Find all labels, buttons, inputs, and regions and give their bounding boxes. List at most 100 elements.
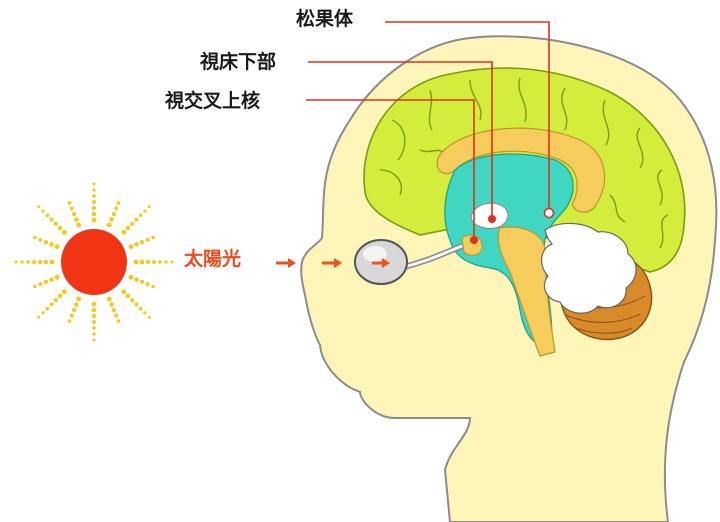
sun-ray-dot (20, 260, 23, 263)
label-pineal-gland: 松果体 (296, 8, 353, 30)
sun-ray-dot (37, 316, 40, 319)
sun-ray-dot (121, 230, 126, 235)
sun-ray-dot (112, 308, 116, 312)
sun-ray-dot (109, 217, 114, 222)
label-sunlight: 太陽光 (184, 248, 241, 270)
sun-ray-dot (38, 238, 42, 242)
sun-ray-dot (112, 212, 116, 216)
sun-ray-dot (92, 212, 97, 217)
sun-ray-dot (151, 285, 155, 289)
sun-ray-dot (109, 302, 114, 307)
sun-ray-dot (146, 260, 150, 264)
sun-ray-dot (44, 280, 48, 284)
sun-ray-dot (50, 260, 55, 265)
sun-ray-dot (92, 188, 95, 191)
sun-ray-dot (146, 282, 150, 286)
sun-ray-dot (38, 282, 42, 286)
sun-ray-dot (148, 205, 151, 208)
sun-ray-dot (134, 277, 139, 282)
sun-ray-dot (126, 226, 130, 231)
sun-ray-dot (74, 302, 79, 307)
sun-ray-dot (68, 201, 72, 205)
sun-ray-dot (62, 230, 67, 235)
sun-ray-dot (37, 205, 40, 208)
sun-ray-dot (93, 183, 96, 186)
sun-ray-dot (140, 240, 144, 244)
sun-ray-dot (107, 223, 112, 228)
sun-ray-dot (74, 217, 79, 222)
sun-ray-dot (54, 222, 58, 226)
sun-ray-dot (143, 311, 146, 314)
sun-ray-dot (152, 260, 156, 264)
sun-ray-dot (134, 242, 139, 247)
sun-ray-dot (55, 244, 60, 249)
sun-ray-dot (70, 206, 74, 210)
sun-ray-dot (134, 302, 138, 306)
sun-ray-dot (72, 212, 76, 216)
sun-ray-dot (92, 326, 96, 330)
sun-ray-dot (41, 209, 44, 212)
sun-disc (61, 229, 127, 295)
sun-ray-dot (50, 218, 54, 222)
sun-ray-dot (114, 314, 118, 318)
sun-ray-dot (38, 260, 42, 264)
sun-ray-dot (41, 311, 44, 314)
label-hypothalamus: 視床下部 (200, 51, 276, 73)
sun-ray-dot (44, 260, 49, 265)
sun-ray-dot (126, 294, 130, 299)
sun-ray-dot (134, 260, 139, 265)
sun-ray-dot (92, 314, 96, 318)
sun-ray-dot (54, 298, 58, 302)
sun-ray-dot (140, 260, 145, 265)
sun-ray-dot (139, 307, 143, 311)
sun-ray-dot (164, 260, 167, 263)
sun-ray-dot (92, 332, 95, 335)
sun-ray-dot (62, 289, 67, 294)
sun-ray-dot (55, 275, 60, 280)
sun-ray-dot (92, 320, 96, 324)
sun-ray-dot (171, 261, 174, 264)
sun-ray-dot (134, 218, 138, 222)
sun-icon (15, 183, 174, 342)
sun-ray-dot (44, 240, 48, 244)
sun-ray-dot (130, 298, 134, 302)
sun-ray-dot (129, 244, 134, 249)
sun-ray-dot (151, 236, 155, 240)
sun-ray-dot (49, 242, 54, 247)
sun-ray-dot (76, 297, 81, 302)
sun-ray-dot (68, 319, 72, 323)
sun-ray-dot (130, 222, 134, 226)
sun-ray-dot (117, 319, 121, 323)
sun-ray-dot (143, 209, 146, 212)
sun-ray-dot (92, 302, 97, 307)
sun-ray-dot (92, 218, 97, 223)
sun-ray-dot (26, 260, 30, 264)
sun-ray-dot (76, 223, 81, 228)
sun-ray-dot (46, 214, 50, 218)
sun-ray-dot (70, 314, 74, 318)
label-suprachiasmatic-nucleus: 視交叉上核 (165, 90, 260, 112)
sun-ray-dot (32, 260, 36, 264)
sun-ray-dot (158, 260, 162, 264)
sun-ray-dot (50, 302, 54, 306)
sun-ray-dot (114, 206, 118, 210)
sun-ray-dot (58, 294, 63, 299)
sun-ray-dot (140, 280, 144, 284)
sun-ray-dot (33, 236, 37, 240)
sun-ray-dot (117, 201, 121, 205)
sun-ray-dot (72, 308, 76, 312)
sun-ray-dot (92, 194, 96, 198)
sun-ray-dot (33, 285, 37, 289)
sun-ray-dot (139, 214, 143, 218)
sun-ray-dot (93, 339, 96, 342)
sun-ray-dot (129, 275, 134, 280)
sun-ray-dot (148, 316, 151, 319)
sun-ray-dot (146, 238, 150, 242)
sun-ray-dot (46, 307, 50, 311)
sun-ray-dot (121, 289, 126, 294)
sun-ray-dot (92, 200, 96, 204)
sun-ray-dot (49, 277, 54, 282)
sun-ray-dot (107, 297, 112, 302)
